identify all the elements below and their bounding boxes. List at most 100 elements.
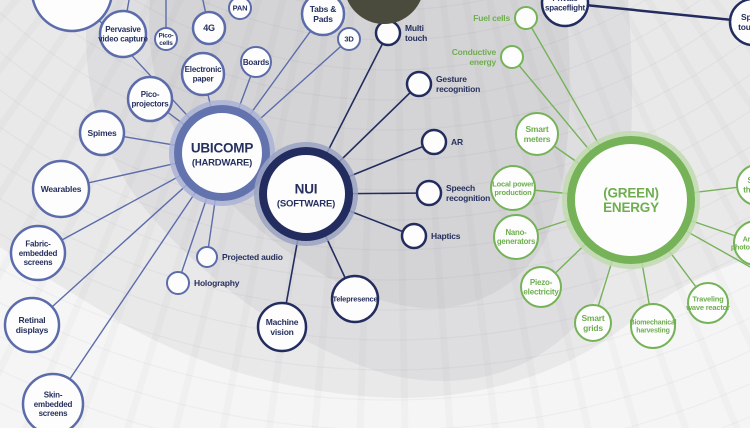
label-private-spaceflight: Privatespaceflight (545, 0, 586, 12)
hub-ring-ubicomp (174, 105, 270, 201)
node-circle-dark-hub (347, 0, 421, 24)
node-circle-nano-generators (493, 214, 539, 260)
node-circle-conductive-energy (500, 45, 524, 69)
label-piezo-electricity: Piezo-electricity (523, 278, 559, 296)
label-boards: Boards (243, 58, 270, 67)
node-haptics: Haptics (400, 222, 461, 250)
node-circle-speech-recognition (415, 179, 443, 207)
node-solar-thermal: Solarthermal (736, 165, 750, 205)
label-wearables: Wearables (41, 184, 82, 194)
node-circle-gesture-recognition (405, 70, 433, 98)
hub-glow-nui (254, 142, 358, 246)
label-three-d: 3D (344, 35, 354, 44)
node-circle-four-g (191, 10, 227, 46)
node-holography: Holography (166, 271, 240, 295)
node-nano-generators: Nano-generators (493, 214, 539, 260)
node-circle-traveling-wave-reactor (687, 282, 729, 324)
node-pico-projectors: Pico-projectors (126, 75, 174, 123)
node-circle-pico-projectors (126, 75, 174, 123)
node-ar: AR (420, 128, 463, 156)
node-circle-pico-cells (154, 27, 178, 51)
node-piezo-electricity: Piezo-electricity (520, 266, 562, 308)
node-circle-multi-touch (374, 19, 402, 47)
node-circle-telepresence (330, 274, 380, 324)
label-holography: Holography (194, 278, 240, 288)
node-circle-holography (166, 271, 190, 295)
node-circle-ar (420, 128, 448, 156)
node-circle-local-power-production (490, 165, 536, 211)
hub-title-green-energy: (GREEN)ENERGY (603, 185, 659, 215)
node-circle-boards (240, 46, 272, 78)
node-artificial-photosynthesis: Artificialphotosynthesis (731, 220, 750, 266)
node-circle-pan (228, 0, 252, 20)
hub-nui: NUI(SOFTWARE) (254, 142, 358, 246)
node-dark-hub (347, 0, 421, 24)
node-circle-projected-audio (196, 246, 218, 268)
node-tabs-pads: Tabs &Pads (300, 0, 346, 37)
hub-ring-green-energy (567, 136, 695, 264)
label-tabs-pads: Tabs &Pads (310, 4, 337, 24)
node-wearables: Wearables (31, 159, 91, 219)
label-haptics: Haptics (431, 231, 461, 241)
node-circle-pervasive-video-capture (98, 9, 148, 59)
node-big-top-left (31, 0, 113, 33)
hubs: UBICOMP(HARDWARE)NUI(SOFTWARE)(GREEN)ENE… (169, 100, 700, 269)
node-circle-tabs-pads (300, 0, 346, 37)
hub-green-energy: (GREEN)ENERGY (562, 131, 700, 269)
label-nano-generators: Nano-generators (497, 228, 536, 246)
label-pico-cells: Pico-cells (159, 32, 174, 47)
node-circle-retinal-displays (3, 296, 61, 354)
label-pan: PAN (233, 4, 248, 13)
node-private-spaceflight: Privatespaceflight (540, 0, 590, 28)
hub-glow-green-energy (562, 131, 700, 269)
label-fuel-cells: Fuel cells (473, 13, 510, 23)
node-circle-artificial-photosynthesis (733, 220, 750, 266)
node-spimes: Spimes (78, 109, 126, 157)
hub-subtitle-nui: (SOFTWARE) (277, 198, 335, 209)
hub-ubicomp: UBICOMP(HARDWARE) (169, 100, 275, 206)
hub-title-nui: NUI (295, 182, 318, 197)
edge-private-spaceflight-space-tourism (564, 1, 750, 23)
node-circle-private-spaceflight (540, 0, 590, 28)
node-fuel-cells: Fuel cells (473, 6, 538, 30)
node-circle-smart-meters (515, 112, 559, 156)
node-circle-skin-embedded-screens (21, 372, 85, 428)
node-circle-big-top-left (31, 0, 113, 33)
label-space-tourism: Spacetourism (738, 12, 750, 32)
node-circle-solar-thermal (736, 165, 750, 205)
label-spimes: Spimes (87, 128, 117, 138)
node-circle-three-d (337, 27, 361, 51)
node-telepresence: Telepresence (330, 274, 380, 324)
node-boards: Boards (240, 46, 272, 78)
node-projected-audio: Projected audio (196, 246, 283, 268)
hub-ring-nui (259, 147, 353, 241)
node-circle-smart-grids (574, 304, 612, 342)
hub-glow-ubicomp (169, 100, 275, 206)
label-solar-thermal: Solarthermal (743, 176, 750, 194)
hub-subtitle-ubicomp: (HARDWARE) (192, 157, 252, 168)
